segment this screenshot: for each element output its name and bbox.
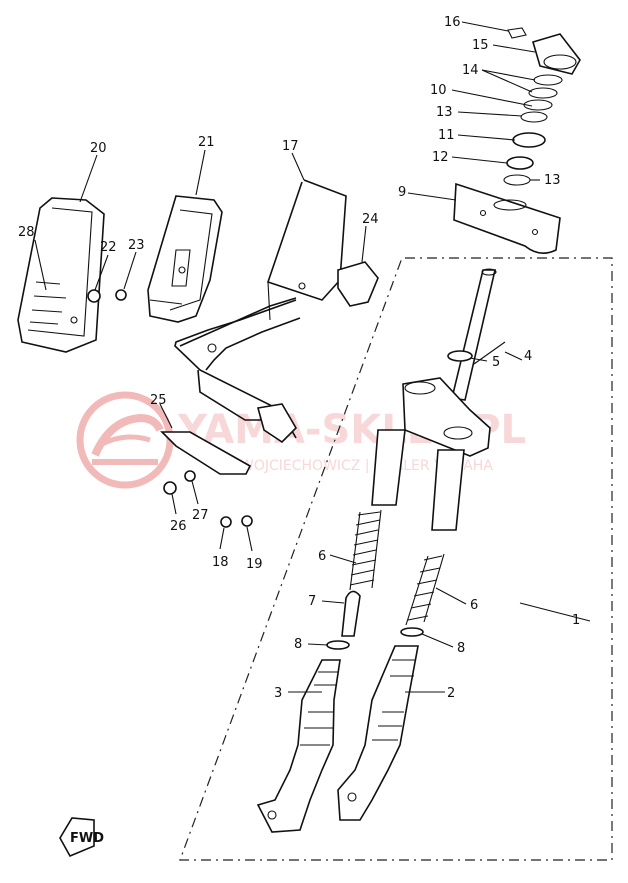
callout-25: 25 bbox=[150, 393, 167, 408]
callout-18: 18 bbox=[212, 555, 229, 570]
damper-rod-7 bbox=[341, 590, 361, 637]
callout-2: 2 bbox=[447, 686, 455, 701]
race-12 bbox=[506, 156, 534, 170]
right-inner-tube bbox=[431, 449, 465, 531]
callout-23: 23 bbox=[128, 238, 145, 253]
right-fork-leg bbox=[337, 449, 465, 821]
fwd-arrow-icon: FWD bbox=[59, 817, 104, 858]
callout-6a: 6 bbox=[318, 549, 326, 564]
callout-22: 22 bbox=[100, 240, 117, 255]
fasteners bbox=[87, 289, 253, 528]
washer-14b bbox=[528, 87, 558, 99]
bolt-18 bbox=[220, 516, 232, 528]
callout-26: 26 bbox=[170, 519, 187, 534]
callout-13b: 13 bbox=[544, 173, 561, 188]
callout-8a: 8 bbox=[294, 637, 302, 652]
bolt-22 bbox=[87, 289, 101, 303]
steering-stem-top-parts bbox=[453, 27, 581, 254]
callout-13a: 13 bbox=[436, 105, 453, 120]
stem-collar-5 bbox=[447, 350, 473, 362]
upper-bracket-9 bbox=[453, 182, 561, 254]
callout-1: 1 bbox=[572, 613, 580, 628]
bolt-26 bbox=[163, 481, 177, 495]
cap-nut-15 bbox=[532, 33, 581, 75]
ring-10 bbox=[523, 99, 553, 111]
callout-24: 24 bbox=[362, 212, 379, 227]
left-inner-tube bbox=[371, 429, 406, 506]
bearing-11 bbox=[512, 132, 546, 148]
callout-8b: 8 bbox=[457, 641, 465, 656]
stem-shaft bbox=[451, 269, 497, 401]
callout-28: 28 bbox=[18, 225, 35, 240]
callout-5: 5 bbox=[492, 355, 500, 370]
callout-16: 16 bbox=[444, 15, 461, 30]
callout-7: 7 bbox=[308, 594, 316, 609]
headlight-bracket-17 bbox=[174, 179, 347, 444]
steering-stem-lower-bracket bbox=[402, 268, 497, 457]
meter-housing-21 bbox=[147, 195, 223, 323]
fork-assembly-outline bbox=[179, 257, 613, 861]
right-outer-tube-2 bbox=[337, 645, 419, 821]
washer-23 bbox=[115, 289, 127, 301]
watermark-tagline: WOJCIECHOWICZ | DEALER YAMAHA bbox=[240, 458, 493, 474]
callout-27: 27 bbox=[192, 508, 209, 523]
leader-lines bbox=[34, 21, 591, 693]
callout-19: 19 bbox=[246, 557, 263, 572]
meter-20 bbox=[17, 197, 105, 353]
bracket-24 bbox=[337, 261, 379, 307]
left-outer-tube-3 bbox=[256, 659, 341, 833]
callout-9: 9 bbox=[398, 185, 406, 200]
seal-8-right bbox=[400, 627, 424, 637]
plate-25 bbox=[160, 431, 252, 475]
fwd-label: FWD bbox=[70, 831, 104, 846]
ring-13-upper bbox=[520, 111, 548, 123]
callout-3: 3 bbox=[274, 686, 282, 701]
callout-21: 21 bbox=[198, 135, 215, 150]
callout-12: 12 bbox=[432, 150, 449, 165]
right-spring bbox=[407, 555, 443, 621]
ring-13-lower bbox=[503, 174, 531, 186]
left-spring bbox=[349, 511, 381, 586]
callout-17: 17 bbox=[282, 139, 299, 154]
washer-14a bbox=[533, 74, 563, 86]
callouts: 1 2 3 4 5 6 6 7 8 8 9 10 11 12 13 13 14 … bbox=[18, 15, 580, 701]
left-fork-leg bbox=[256, 429, 406, 833]
callout-4: 4 bbox=[524, 349, 532, 364]
washer-19 bbox=[241, 515, 253, 527]
seal-8-left bbox=[326, 640, 350, 650]
callout-14: 14 bbox=[462, 63, 479, 78]
callout-20: 20 bbox=[90, 141, 107, 156]
watermark-logo-icon bbox=[76, 391, 174, 489]
callout-15: 15 bbox=[472, 38, 489, 53]
bolt-16 bbox=[507, 27, 527, 39]
callout-11: 11 bbox=[438, 128, 455, 143]
callout-6b: 6 bbox=[470, 598, 478, 613]
washer-27 bbox=[184, 470, 196, 482]
callout-10: 10 bbox=[430, 83, 447, 98]
